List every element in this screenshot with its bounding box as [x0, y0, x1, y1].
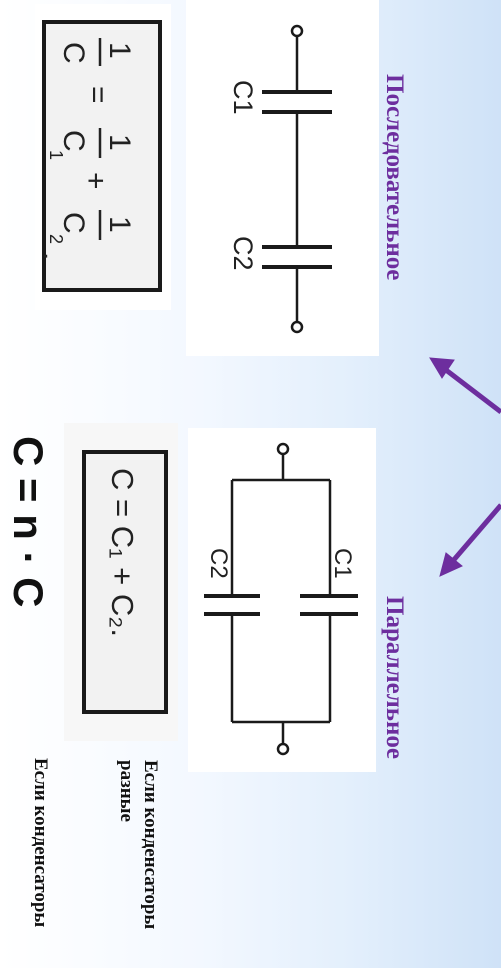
series-lhs-num: 1: [103, 42, 136, 59]
series-circuit-panel: [186, 0, 379, 356]
series-plus: +: [79, 172, 112, 190]
parallel-terminal-bottom: [276, 742, 290, 756]
series-t2-den: C: [57, 212, 90, 234]
arrows: [429, 357, 501, 577]
arrow-parallel-head: [439, 552, 463, 577]
series-heading: Последовательное: [381, 74, 408, 281]
note-equal: Если конденсаторы: [30, 758, 51, 928]
series-lhs-den: C: [57, 42, 90, 64]
series-c1-label: C1: [228, 80, 258, 115]
series-t2-num: 1: [103, 216, 136, 233]
series-terminal-top: [290, 24, 304, 38]
series-c2-label: C2: [228, 236, 258, 271]
series-terminal-bottom: [290, 320, 304, 334]
arrow-series-head: [429, 357, 455, 379]
parallel-c1-label: C1: [329, 548, 356, 579]
arrow-parallel: [450, 503, 501, 564]
series-t1-sub: 1: [46, 150, 66, 161]
series-t2-sub: 2: [46, 234, 66, 245]
series-dot: .: [37, 252, 70, 261]
parallel-c2-label: C2: [205, 548, 232, 579]
series-t1-num: 1: [103, 134, 136, 151]
parallel-circuit: [204, 442, 358, 756]
series-eq: =: [81, 86, 114, 104]
series-t1-den: C: [57, 130, 90, 152]
parallel-terminal-top: [276, 442, 290, 456]
series-circuit: [262, 24, 332, 334]
equal-capacitors-formula: C = n · C: [5, 436, 52, 608]
parallel-formula-box: [82, 450, 168, 714]
parallel-heading: Параллельное: [381, 596, 408, 759]
parallel-circuit-panel: [188, 428, 376, 772]
series-formula-box: [42, 20, 162, 292]
arrow-series: [444, 368, 501, 414]
parallel-formula: C = C₁ + C₂.: [105, 468, 140, 637]
note-different: Если конденсаторы разные: [116, 760, 161, 930]
